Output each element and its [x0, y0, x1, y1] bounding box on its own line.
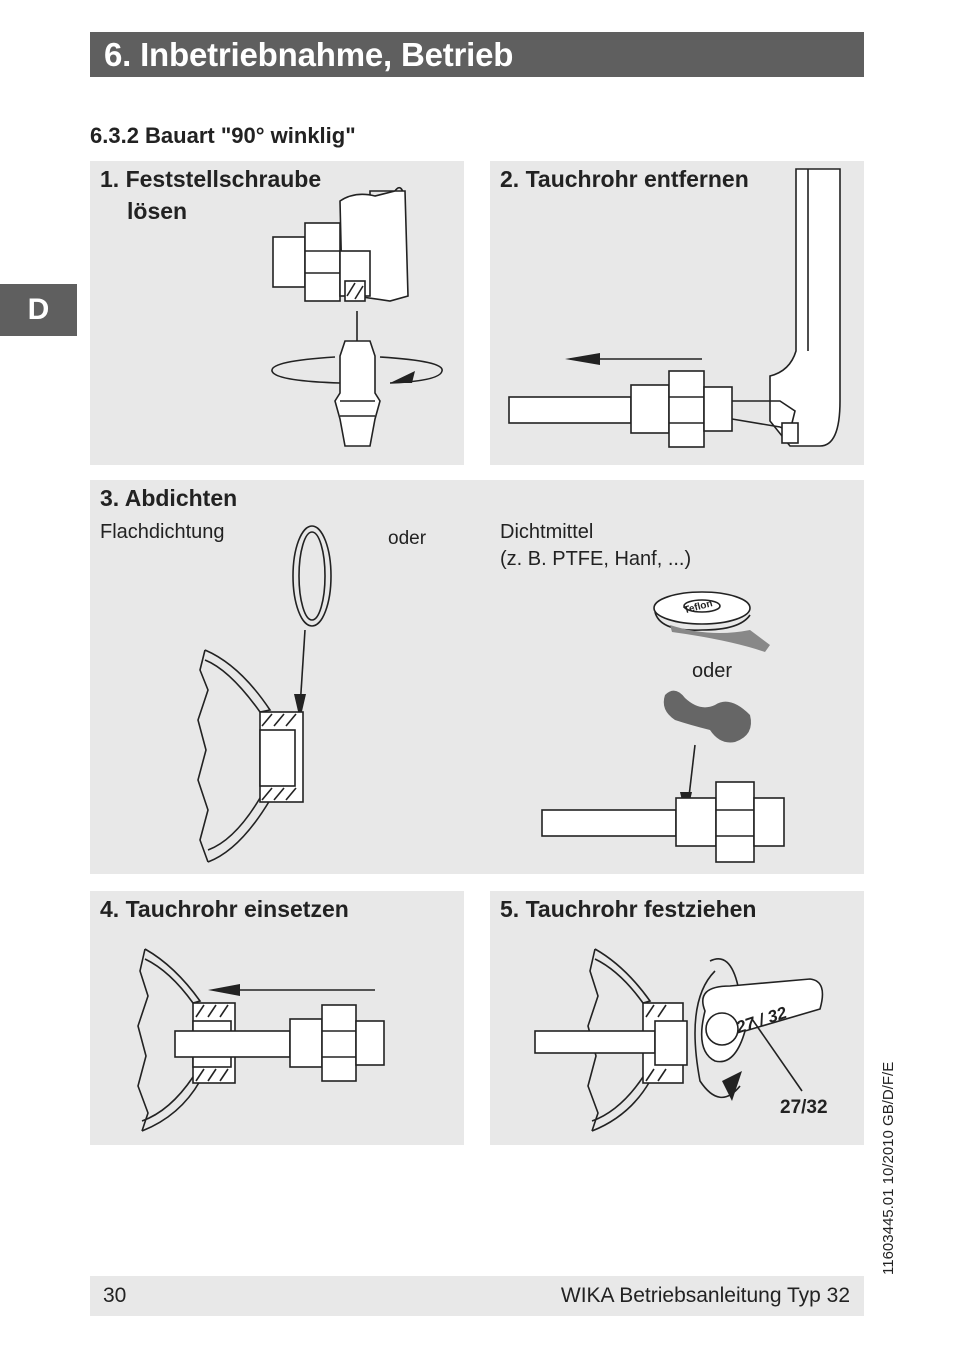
step-4-title: 4. Tauchrohr einsetzen	[100, 896, 349, 922]
page-footer: 30 WIKA Betriebsanleitung Typ 32	[90, 1276, 864, 1316]
section-title: 6.3.2 Bauart "90° winklig"	[90, 123, 356, 148]
flat-seal-label: Flachdichtung	[100, 521, 225, 543]
step-3-panel: 3. Abdichten Flachdichtung oder Dichtmit…	[90, 480, 864, 874]
or-label-1: oder	[388, 528, 427, 549]
sealant-label-line2: (z. B. PTFE, Hanf, ...)	[500, 548, 692, 570]
wrench-size-label: 27/32	[780, 1097, 828, 1118]
footer-text: WIKA Betriebsanleitung Typ 32	[560, 1284, 850, 1307]
chapter-header: 6. Inbetriebnahme, Betrieb	[90, 32, 864, 77]
screwdriver-loosen-illustration	[271, 186, 443, 447]
step-5-panel: 5. Tauchrohr festziehen 27 / 32 27/32	[490, 891, 864, 1145]
document-code: 11603445.01 10/2010 GB/D/F/E	[880, 1061, 897, 1275]
step-3-title: 3. Abdichten	[100, 485, 238, 511]
remove-thermowell-illustration	[508, 168, 841, 448]
step-5-title: 5. Tauchrohr festziehen	[500, 896, 757, 922]
step-1-title-line2: lösen	[127, 198, 188, 224]
sealing-illustration: Teflon	[197, 525, 785, 863]
step-1-panel: 1. Feststellschraube lösen	[90, 161, 464, 465]
step-2-title: 2. Tauchrohr entfernen	[500, 166, 749, 192]
language-tab[interactable]: D	[0, 284, 77, 336]
or-label-2: oder	[692, 660, 733, 682]
insert-thermowell-illustration	[137, 948, 385, 1132]
step-2-panel: 2. Tauchrohr entfernen	[490, 161, 864, 465]
sealant-label-line1: Dichtmittel	[500, 521, 594, 543]
page-number: 30	[103, 1284, 127, 1307]
tighten-thermowell-illustration: 27 / 32 27/32	[534, 948, 828, 1132]
chapter-title: 6. Inbetriebnahme, Betrieb	[104, 36, 514, 73]
step-4-panel: 4. Tauchrohr einsetzen	[90, 891, 464, 1145]
step-1-title-line1: 1. Feststellschraube	[100, 166, 322, 192]
